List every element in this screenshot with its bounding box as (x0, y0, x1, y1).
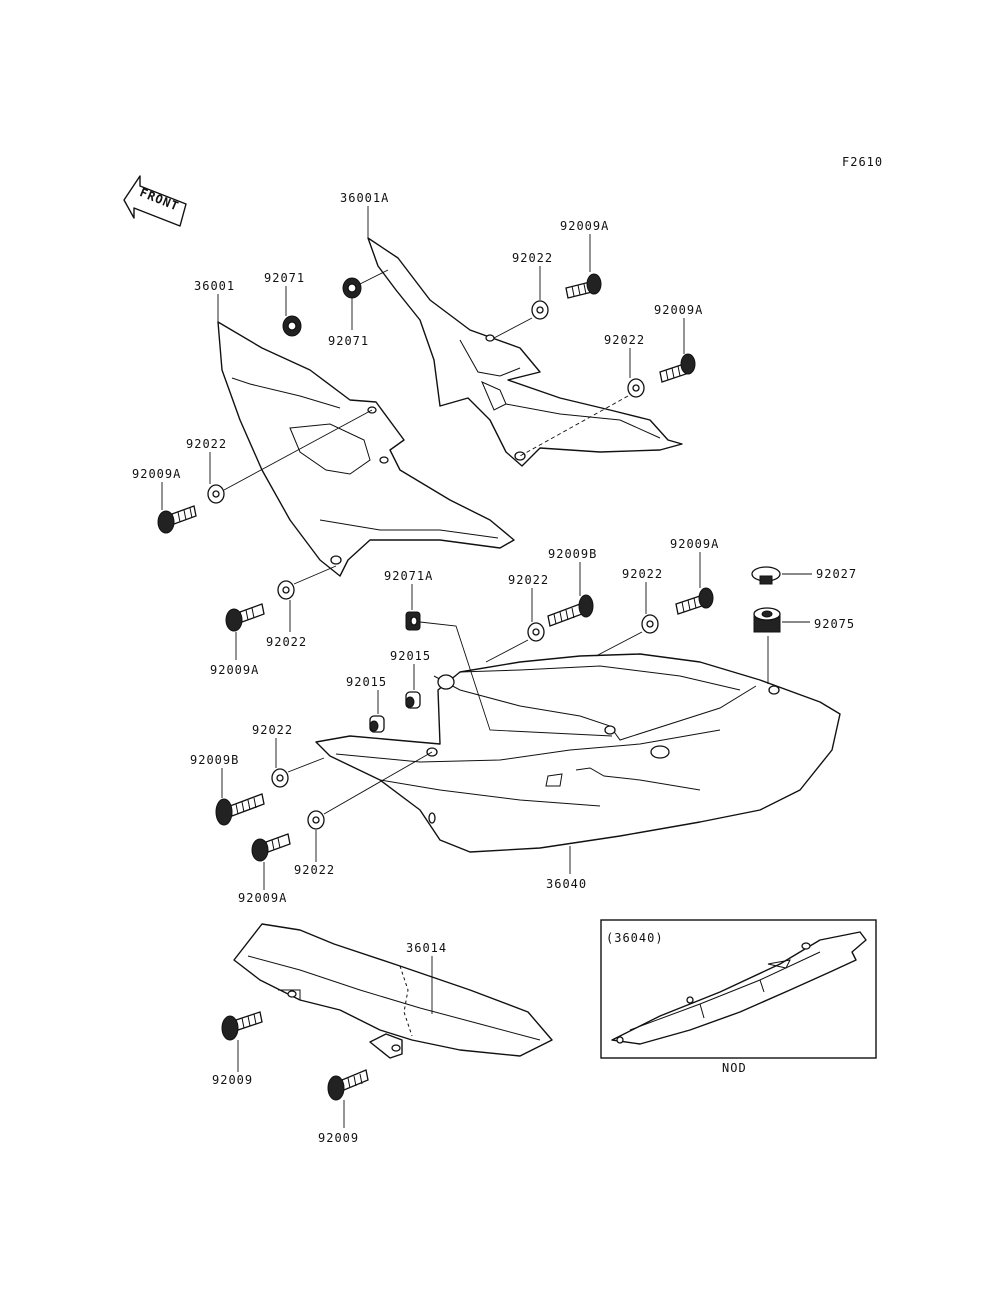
bolt-92009B-c (547, 594, 594, 627)
washer-92022-left (207, 484, 225, 504)
label-92022-c2: 92022 (622, 567, 663, 581)
label-92015-a: 92015 (390, 649, 431, 663)
washer-92022-low (271, 768, 289, 788)
washer-92022-top2 (627, 378, 645, 398)
label-92009A-top2: 92009A (654, 303, 703, 317)
inset-box (600, 919, 877, 1059)
bolt-92009A-low (251, 833, 291, 862)
bolt-92009A-top1 (565, 273, 602, 299)
inset-caption: NOD (722, 1061, 747, 1075)
label-92022-c1: 92022 (508, 573, 549, 587)
label-92022-top2: 92022 (604, 333, 645, 347)
collar-92015-b (369, 715, 385, 733)
label-92022-left: 92022 (186, 437, 227, 451)
chain-cover-36014 (233, 923, 553, 1059)
label-92022-top1: 92022 (512, 251, 553, 265)
grommet-92071-b (342, 277, 362, 299)
label-92071A: 92071A (384, 569, 433, 583)
label-92071-b: 92071 (328, 334, 369, 348)
label-92009A-left: 92009A (132, 467, 181, 481)
bolt-92009-b (327, 1069, 369, 1101)
label-92075: 92075 (814, 617, 855, 631)
washer-92022-top1 (531, 300, 549, 320)
label-92009B-low: 92009B (190, 753, 239, 767)
label-92009-a: 92009 (212, 1073, 253, 1087)
washer-92022-mid (277, 580, 295, 600)
label-36014: 36014 (406, 941, 447, 955)
front-arrow-icon: FRONT (123, 175, 187, 227)
side-cover-36001 (217, 321, 515, 577)
bolt-92009A-mid (225, 603, 265, 632)
damper-92075 (753, 607, 781, 633)
cap-92027 (751, 566, 781, 585)
label-92027: 92027 (816, 567, 857, 581)
label-92015-b: 92015 (346, 675, 387, 689)
label-92022-low2: 92022 (294, 863, 335, 877)
bolt-92009A-top2 (659, 353, 696, 383)
label-92022-low: 92022 (252, 723, 293, 737)
label-92009A-c: 92009A (670, 537, 719, 551)
bolt-92009B-low (215, 793, 265, 826)
label-92009B-c: 92009B (548, 547, 597, 561)
figure-code: F2610 (842, 155, 883, 169)
inset-ref-label: (36040) (606, 931, 664, 945)
side-cover-36001A (367, 237, 683, 467)
seat-cover-36040 (315, 653, 841, 853)
washer-92022-c2 (641, 614, 659, 634)
label-36001A: 36001A (340, 191, 389, 205)
label-36040: 36040 (546, 877, 587, 891)
washer-92022-low2 (307, 810, 325, 830)
label-36001: 36001 (194, 279, 235, 293)
bolt-92009-a (221, 1011, 263, 1041)
label-92022-mid: 92022 (266, 635, 307, 649)
washer-92022-c1 (527, 622, 545, 642)
label-92009A-mid: 92009A (210, 663, 259, 677)
label-92009-b: 92009 (318, 1131, 359, 1145)
grommet-92071A (405, 611, 421, 631)
grommet-92071-a (282, 315, 302, 337)
bolt-92009A-c (675, 587, 714, 615)
label-92071-a: 92071 (264, 271, 305, 285)
label-92009A-low: 92009A (238, 891, 287, 905)
collar-92015-a (405, 691, 421, 709)
label-92009A-top1: 92009A (560, 219, 609, 233)
bolt-92009A-left (157, 505, 197, 534)
